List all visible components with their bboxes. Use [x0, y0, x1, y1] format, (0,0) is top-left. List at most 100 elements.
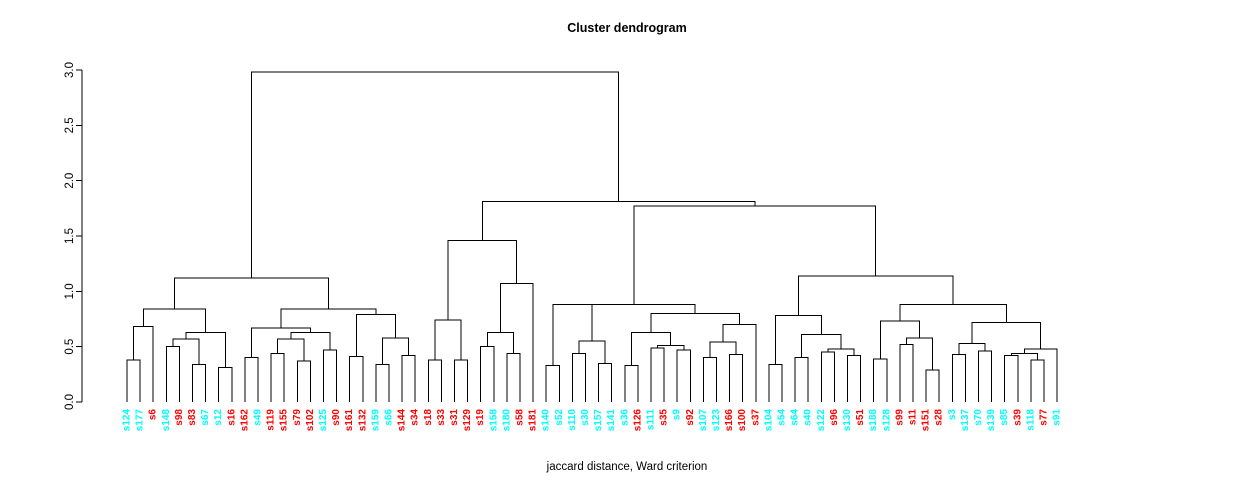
leaf-label: s100	[737, 409, 748, 432]
leaf-label: s19	[475, 409, 486, 426]
leaf-label: s9	[672, 409, 683, 421]
dendrogram-branch	[1010, 352, 1038, 360]
leaf-label: s126	[632, 409, 643, 432]
dendrogram-branch	[447, 239, 518, 321]
y-axis-tick-label: 1.0	[64, 283, 76, 299]
y-axis-tick-label: 2.5	[64, 117, 76, 133]
leaf-label: s102	[305, 409, 316, 432]
page-title: Cluster dendrogram	[567, 21, 686, 35]
dendrogram-branch	[958, 342, 986, 355]
leaf-label: s98	[174, 409, 185, 426]
leaf-label: s12	[213, 409, 224, 426]
leaf-label: s28	[934, 409, 945, 426]
leaf-label: s110	[567, 409, 578, 431]
leaf-label: s124	[122, 409, 133, 432]
leaf-label: s129	[462, 409, 473, 432]
leaf-label: s118	[1025, 409, 1036, 431]
leaf-label: s125	[318, 409, 329, 432]
dendrogram-branch	[598, 362, 613, 402]
leaf-label: s54	[777, 409, 788, 426]
leaf-label: s6	[148, 409, 159, 421]
y-axis-tick-label: 1.5	[64, 228, 76, 244]
leaf-label: s36	[619, 409, 630, 426]
dendrogram-branch	[427, 359, 442, 402]
leaf-label: s70	[973, 409, 984, 426]
leaf-label: s180	[501, 409, 512, 432]
dendrogram-branch	[165, 346, 180, 402]
dendrogram-branch	[250, 71, 620, 279]
x-axis-label: jaccard distance, Ward criterion	[546, 461, 708, 473]
y-axis-tick-label: 2.0	[64, 173, 76, 189]
leaf-label: s40	[803, 409, 814, 426]
leaf-label: s16	[226, 409, 237, 426]
leaf-label: s158	[488, 409, 499, 432]
dendrogram-branch	[126, 359, 141, 402]
leaf-label: s52	[554, 409, 565, 426]
leaf-label: s122	[816, 409, 827, 432]
leaf-label: s155	[279, 409, 290, 432]
dendrogram-branch	[506, 352, 521, 402]
dendrogram-branch	[434, 319, 462, 360]
leaf-label: s144	[397, 409, 408, 432]
dendrogram-branch	[571, 352, 586, 402]
leaf-label: s119	[266, 409, 277, 431]
dendrogram-branch	[454, 359, 469, 402]
leaf-label: s30	[580, 409, 591, 426]
leaf-label: s132	[357, 409, 368, 432]
leaf-label: s181	[528, 409, 539, 432]
leaf-label: s137	[960, 409, 971, 432]
leaf-label: s79	[292, 409, 303, 426]
leaf-label: s35	[659, 409, 670, 426]
dendrogram-branch	[499, 283, 534, 402]
leaf-label: s111	[646, 409, 657, 431]
leaf-label: s139	[986, 409, 997, 432]
leaf-label: s130	[842, 409, 853, 432]
leaf-label: s96	[829, 409, 840, 426]
y-axis-tick-label: 0.5	[64, 339, 76, 355]
leaf-label: s90	[331, 409, 342, 426]
dendrogram-branch	[1030, 359, 1045, 402]
leaf-label: s49	[253, 409, 264, 426]
dendrogram-branch	[349, 356, 364, 402]
dendrogram-branch	[676, 349, 691, 402]
leaf-label: s51	[855, 409, 866, 426]
dendrogram-branch	[925, 369, 940, 402]
dendrogram-tree	[126, 71, 1058, 402]
leaf-label: s83	[187, 409, 198, 426]
y-axis-tick-label: 0.0	[64, 394, 76, 410]
dendrogram-branch	[133, 326, 154, 402]
leaf-label: s85	[999, 409, 1010, 426]
leaf-label: s148	[161, 409, 172, 432]
leaf-label: s39	[1012, 409, 1023, 426]
leaf-label: s58	[515, 409, 526, 426]
leaf-label: s99	[894, 409, 905, 426]
leaf-label: s161	[344, 409, 355, 432]
leaf-label: s188	[868, 409, 879, 432]
leaf-label: s66	[384, 409, 395, 426]
leaf-label: s151	[921, 409, 932, 432]
leaf-label: s107	[698, 409, 709, 432]
dendrogram-branch	[270, 352, 285, 402]
leaf-label: s141	[606, 409, 617, 432]
leaf-label: s37	[750, 409, 761, 426]
leaf-label: s162	[239, 409, 250, 432]
y-axis-tick-label: 3.0	[64, 62, 76, 78]
leaf-label: s166	[724, 409, 735, 432]
leaf-label: s31	[449, 409, 460, 426]
dendrogram-branch	[650, 312, 740, 333]
leaf-label: s77	[1039, 409, 1050, 426]
dendrogram-branch	[480, 346, 495, 402]
leaf-label: s18	[423, 409, 434, 426]
leaf-label: s140	[541, 409, 552, 432]
dendrogram-branch	[323, 349, 338, 402]
leaf-label: s3	[947, 409, 958, 421]
leaf-label: s177	[135, 409, 146, 432]
leaf-label: s157	[593, 409, 604, 432]
leaf-label: s92	[685, 409, 696, 426]
leaf-label: s159	[370, 409, 381, 432]
leaf-label: s11	[908, 409, 919, 426]
leaf-label: s67	[200, 409, 211, 426]
leaf-label: s91	[1052, 409, 1063, 426]
